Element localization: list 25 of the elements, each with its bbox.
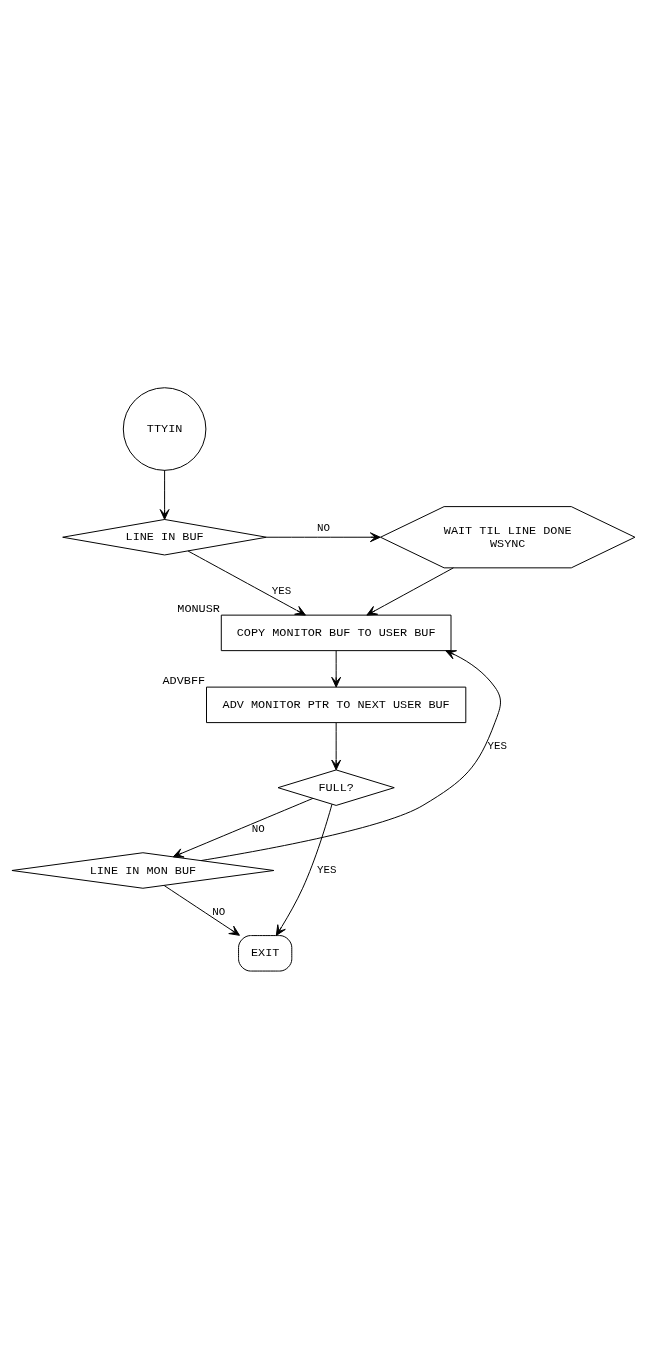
arrow [187,550,306,616]
edge-label: NO [212,905,226,918]
arrow [366,566,454,616]
node-box: ADV MONITOR PTR TO NEXT USER BUF [206,686,467,723]
node-diamond: FULL? [277,768,395,806]
node-circle: TTYIN [122,386,207,471]
node-label: MONUSR [177,601,220,616]
node-diamond: LINE IN BUF [62,518,267,555]
edge-label: NO [251,822,265,835]
node-label: ADVBFF [162,673,206,688]
arrow [331,649,342,688]
arrow [200,649,501,861]
node-box: EXIT [238,934,293,972]
edge-label: NO [316,521,330,534]
arrow [163,884,240,936]
arrow [159,469,170,520]
arrow [275,803,333,936]
edge-label: YES [317,863,337,876]
arrow [266,531,381,542]
arrow [331,722,342,770]
edge-label: YES [271,584,292,597]
node-diamond: LINE IN MON BUF [11,851,275,889]
node-box: COPY MONITOR BUF TO USER BUF [220,614,452,651]
edge-label: YES [487,739,508,752]
arrow [172,797,314,858]
